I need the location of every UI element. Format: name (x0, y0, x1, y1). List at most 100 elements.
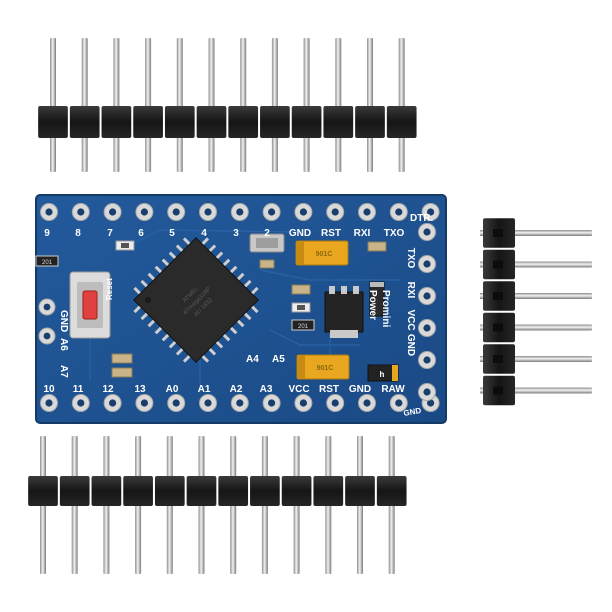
bottom-pin-label-8: A3 (260, 384, 273, 395)
top-header-pin-3 (113, 38, 120, 172)
top-header-pin-9 (303, 38, 310, 172)
pads-bottom-hole-9 (299, 399, 307, 407)
pads-top-hole-3 (109, 208, 117, 216)
top-header-pin-7 (240, 38, 247, 172)
right-header-hole-2 (493, 260, 503, 269)
right-header-hole-1 (493, 229, 503, 237)
top-pin-label-5: 5 (169, 228, 175, 239)
resistor-2-label: 201 (298, 324, 309, 330)
pads-top-hole-11 (363, 208, 371, 216)
top-pin-label-4: 6 (138, 228, 144, 239)
right-pin-label-2: RXI (405, 282, 416, 299)
top-header-housing-6 (196, 106, 227, 138)
top-header-housing-5 (164, 106, 195, 138)
pads-top-hole-2 (77, 208, 85, 216)
top-header-housing-12 (386, 106, 417, 138)
gnd-left-label: GND (58, 310, 69, 332)
top-header-housing-3 (101, 106, 132, 138)
bottom-pin-label-11: GND (349, 384, 371, 395)
bottom-pin-label-6: A1 (198, 384, 211, 395)
a5-label: A5 (272, 354, 285, 365)
top-header-pin-4 (145, 38, 152, 172)
top-header-housing-1 (38, 106, 68, 138)
a4-label: A4 (246, 354, 259, 365)
pads-bottom-hole-6 (204, 399, 212, 407)
top-header-housing-8 (260, 106, 290, 138)
smd-led-2 (291, 302, 311, 313)
bottom-header-housing-7 (218, 476, 249, 506)
capacitor-top: 901C (295, 240, 349, 266)
pads-bottom-hole-8 (268, 399, 276, 407)
oscillator (249, 233, 285, 253)
bottom-pad-row (40, 394, 440, 412)
bottom-header-housing-2 (59, 476, 90, 506)
right-header-hole-4 (493, 323, 503, 332)
bottom-pin-label-10: RST (319, 384, 339, 395)
top-pin-label-3: 7 (107, 228, 113, 239)
top-pin-label-1: 9 (44, 228, 50, 239)
pads-top-hole-8 (268, 208, 276, 216)
pads-bottom-hole-4 (140, 399, 148, 407)
bottom-pin-label-4: 13 (134, 384, 146, 395)
capacitor-bottom: 901C (296, 354, 350, 380)
top-header-housing-10 (323, 106, 354, 138)
top-pin-label-11: RXI (354, 228, 371, 239)
bottom-pin-header (28, 436, 407, 574)
pads-top-hole-13 (427, 208, 435, 216)
smd-resistor-2: 201 (291, 319, 315, 331)
voltage-regulator (324, 286, 364, 338)
top-header-housing-2 (69, 106, 100, 138)
bottom-header-housing-1 (28, 476, 58, 506)
right-pad-hole-4 (423, 324, 431, 332)
top-header-housing-11 (355, 106, 385, 138)
pads-bottom-hole-5 (172, 399, 180, 407)
top-pad-row (40, 203, 440, 221)
top-header-housing-9 (291, 106, 322, 138)
left-pad-column (38, 298, 56, 345)
tantalum-small: h (367, 364, 399, 382)
right-header-pin-5 (498, 356, 592, 362)
top-header-pin-11 (367, 38, 373, 172)
bottom-pin-label-1: 10 (43, 384, 55, 395)
bottom-header-housing-4 (123, 476, 153, 506)
right-bottom-gnd-label: GND (403, 406, 422, 418)
top-pin-label-10: RST (321, 228, 341, 239)
top-header-pin-12 (398, 38, 405, 172)
bottom-pin-label-12: RAW (381, 384, 405, 395)
reset-button[interactable] (69, 271, 111, 339)
top-header-housing-7 (228, 106, 259, 138)
pads-bottom-hole-13 (427, 399, 435, 407)
bottom-header-housing-3 (91, 476, 122, 506)
reset-label: Reset (105, 278, 114, 300)
pads-bottom-hole-2 (77, 399, 85, 407)
bottom-header-housing-8 (250, 476, 280, 506)
power-label: Power (367, 290, 378, 320)
pads-top-hole-5 (172, 208, 180, 216)
right-header-pin-2 (498, 261, 592, 268)
right-pin-label-4: GND (405, 334, 416, 356)
a7-label: A7 (58, 365, 69, 378)
smd-capacitor-set (111, 241, 387, 378)
pads-bottom-hole-12 (395, 399, 403, 407)
bottom-pin-label-2: 11 (73, 384, 84, 395)
smd-led-1 (115, 240, 135, 251)
right-header-pin-3 (498, 293, 592, 299)
pads-bottom-hole-11 (363, 399, 371, 407)
right-header-pin-4 (498, 324, 592, 331)
bottom-pin-label-9: VCC (288, 384, 309, 395)
right-pad-hole-3 (423, 292, 431, 300)
pads-bottom-hole-3 (109, 399, 117, 407)
top-header-pin-8 (271, 38, 278, 172)
top-pin-label-12: TXO (384, 228, 405, 239)
top-header-pin-5 (176, 38, 183, 172)
top-header-pin-1 (50, 38, 56, 172)
resistor-1-label: 201 (42, 260, 53, 266)
tantalum-label: h (380, 370, 385, 379)
bottom-header-housing-9 (281, 476, 312, 506)
pads-bottom-hole-1 (45, 399, 53, 407)
right-pin-label-1: TXO (405, 248, 416, 269)
top-header-pin-2 (81, 38, 88, 172)
bottom-header-housing-12 (376, 476, 407, 506)
